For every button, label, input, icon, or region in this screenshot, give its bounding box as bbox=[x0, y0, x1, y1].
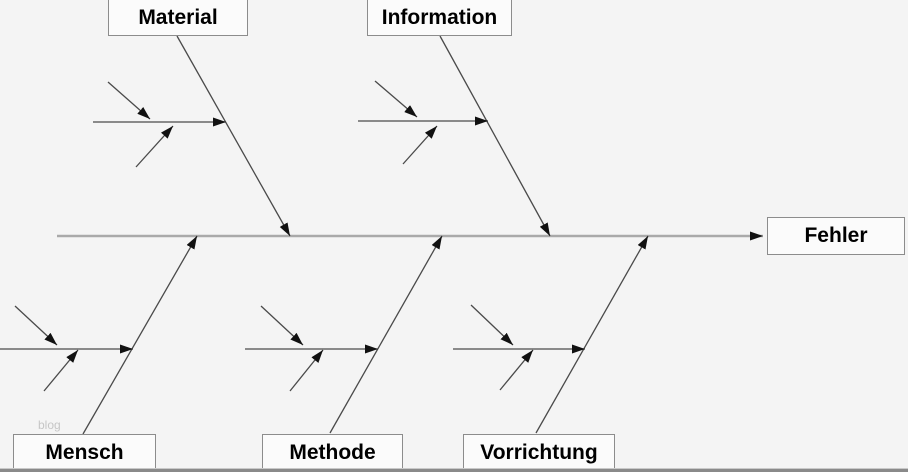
category-box-information: Information bbox=[367, 0, 512, 36]
effect-box: Fehler bbox=[767, 217, 905, 255]
watermark-text: blog bbox=[38, 418, 61, 432]
mini-arrow-vorrichtung-bottom bbox=[499, 349, 534, 391]
mini-arrow-material-bottom bbox=[135, 125, 174, 168]
cause-branch-material bbox=[176, 35, 291, 237]
cause-branch-mensch bbox=[82, 235, 198, 435]
category-box-mensch: Mensch bbox=[13, 434, 156, 472]
cause-branch-vorrichtung bbox=[535, 235, 649, 434]
category-box-material: Material bbox=[108, 0, 248, 36]
bottom-edge-bar bbox=[0, 468, 908, 472]
mini-arrow-mensch-bottom bbox=[43, 349, 79, 392]
category-box-vorrichtung: Vorrichtung bbox=[463, 434, 615, 472]
mini-arrow-information-top bbox=[374, 80, 418, 118]
mini-arrow-vorrichtung-top bbox=[470, 304, 514, 346]
cause-branch-methode bbox=[329, 235, 443, 434]
mini-arrow-methode-bottom bbox=[289, 349, 324, 392]
mini-arrow-material-top bbox=[107, 81, 151, 120]
mini-arrow-mensch-top bbox=[14, 305, 58, 346]
category-box-methode: Methode bbox=[262, 434, 403, 472]
cause-branch-information bbox=[439, 35, 551, 237]
mini-arrow-methode-top bbox=[260, 305, 304, 346]
mini-arrow-information-bottom bbox=[402, 125, 438, 165]
